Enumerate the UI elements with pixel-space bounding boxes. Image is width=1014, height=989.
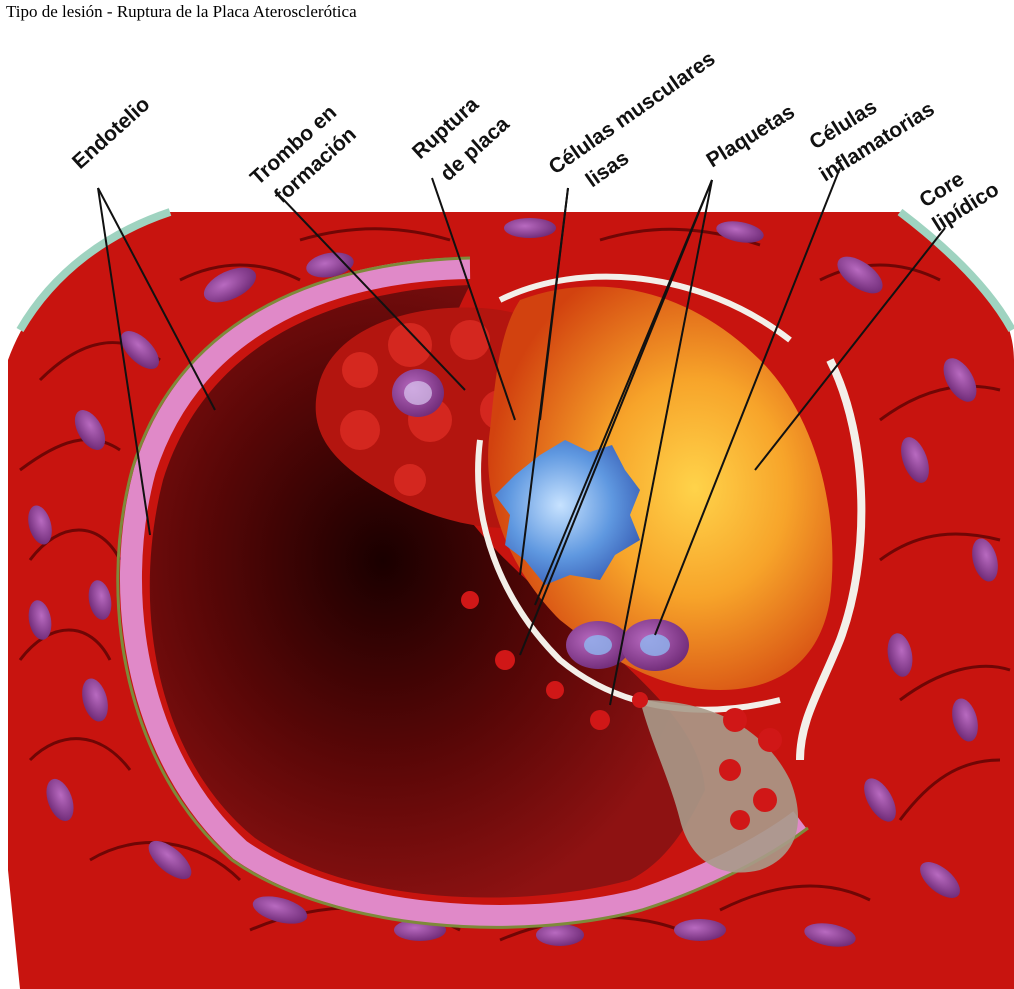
label-endotelio: Endotelio [68,93,154,174]
label-plaquetas: Plaquetas [702,100,798,172]
callout-labels: Endotelio Trombo en formación Ruptura de… [68,47,1003,236]
label-celulas-musculares-line1: Células musculares [545,47,720,179]
